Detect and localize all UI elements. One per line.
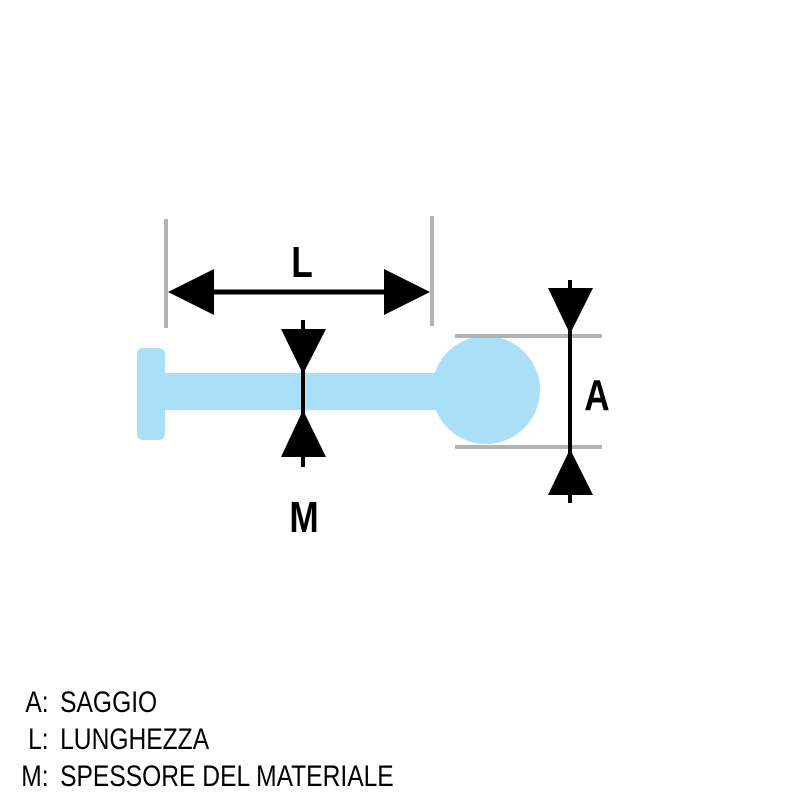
dimension-m [281,320,326,467]
extension-lines [164,216,602,449]
part-ball [432,336,540,444]
legend-label: LUNGHEZZA [60,723,210,756]
legend-item-l: L: LUNGHEZZA [6,721,394,758]
part-shape [137,336,540,444]
arrow-left-icon [168,269,214,315]
legend-label: SAGGIO [60,686,158,719]
part-head [137,348,165,440]
arrow-down-icon [548,288,593,334]
legend-key: L: [28,723,49,756]
dimension-label-a: A [584,371,609,420]
dimension-label-m: M [289,493,318,542]
legend-item-a: A: SAGGIO [6,684,394,721]
arrow-right-icon [384,269,430,315]
arrow-up-icon [548,449,593,495]
dimension-l [168,269,430,315]
arrow-down-icon [281,329,326,374]
dimension-a [548,280,593,503]
legend-key: A: [25,686,49,719]
legend-label: SPESSORE DEL MATERIALE [60,760,394,793]
legend-item-m: M: SPESSORE DEL MATERIALE [6,758,394,795]
legend: A: SAGGIO L: LUNGHEZZA M: SPESSORE DEL M… [6,684,394,795]
arrow-up-icon [281,410,326,457]
legend-key: M: [21,760,49,793]
dimension-label-l: L [291,238,313,287]
